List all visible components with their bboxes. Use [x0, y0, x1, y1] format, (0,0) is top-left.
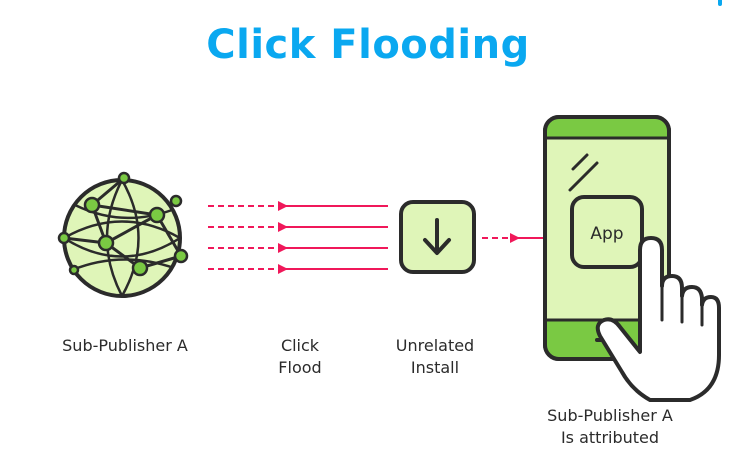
label-unrelated-install: Unrelated Install — [370, 335, 500, 379]
label-line: Sub-Publisher A — [515, 405, 705, 427]
download-arrow-icon — [401, 202, 474, 272]
label-line: Unrelated — [370, 335, 500, 357]
globe-network-icon — [59, 173, 187, 296]
label-line: Sub-Publisher A — [40, 335, 210, 357]
click-flood-arrows — [208, 201, 388, 274]
attribution-arrow — [482, 233, 546, 243]
label-line: Install — [370, 357, 500, 379]
label-line: Is attributed — [515, 427, 705, 449]
app-icon-label: App — [590, 224, 623, 244]
label-line: Flood — [250, 357, 350, 379]
label-sub-publisher-a: Sub-Publisher A — [40, 335, 210, 357]
label-attributed: Sub-Publisher A Is attributed — [515, 405, 705, 449]
label-line: Click — [250, 335, 350, 357]
label-click-flood: Click Flood — [250, 335, 350, 379]
